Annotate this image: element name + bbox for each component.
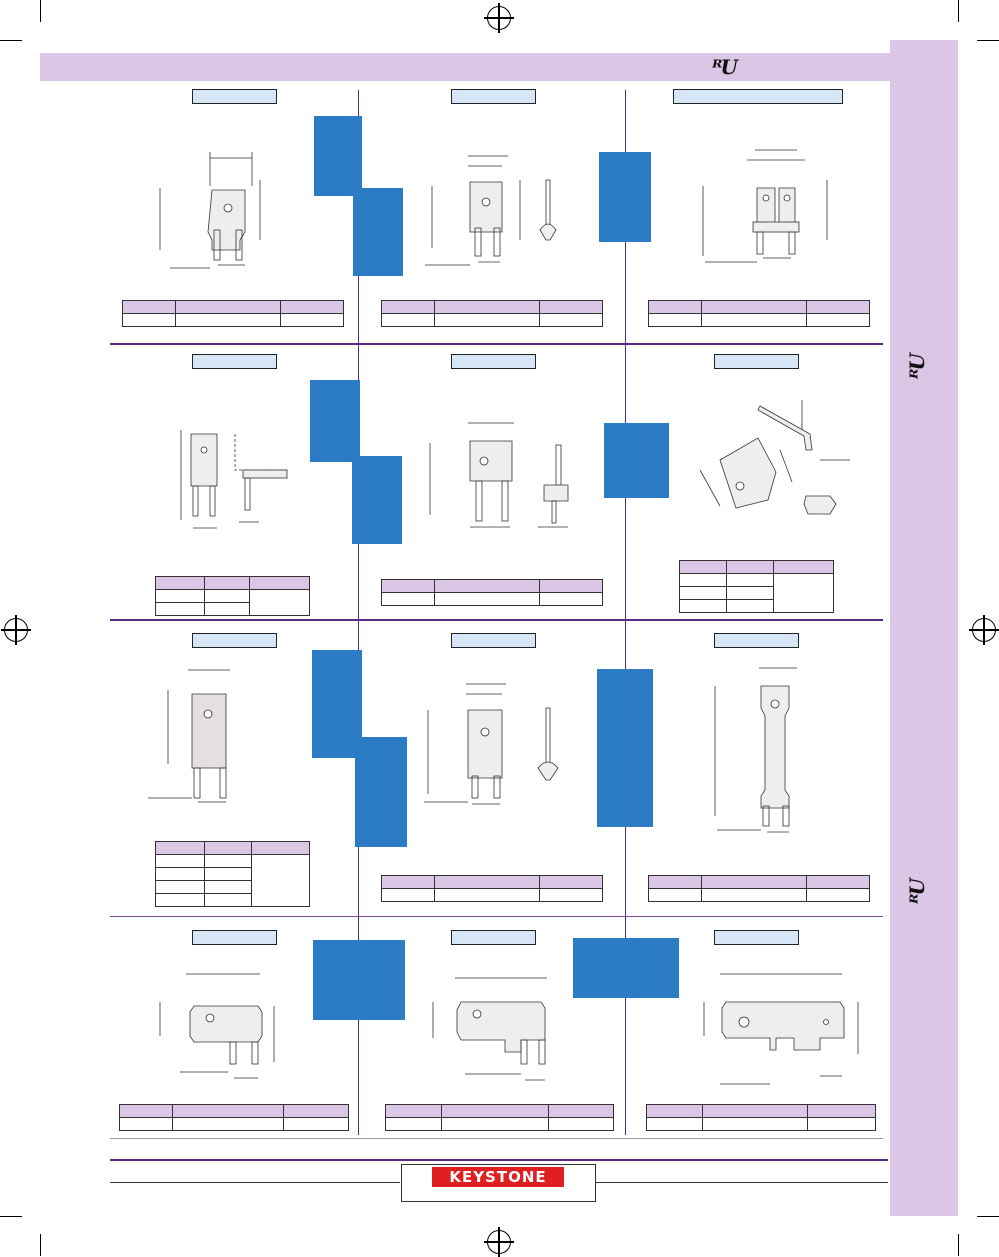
spec-table <box>381 300 603 327</box>
spec-table <box>648 300 870 327</box>
dimension-drawing <box>703 973 859 1085</box>
dimension-drawing <box>424 683 559 805</box>
part-label <box>714 930 799 945</box>
ul-mark-icon: ᴿU <box>712 55 738 79</box>
crop-mark <box>958 1234 959 1256</box>
dimension-drawing <box>159 152 261 269</box>
dimension-drawing <box>180 430 288 529</box>
spec-table <box>381 875 603 902</box>
product-photo <box>314 116 362 196</box>
product-photo <box>599 152 651 242</box>
crop-mark <box>0 40 22 41</box>
keystone-logo: KEYSTONE <box>432 1167 564 1187</box>
ul-mark-icon: ᴿU <box>904 355 929 379</box>
part-label <box>673 89 843 104</box>
product-photo <box>313 940 405 1020</box>
crop-mark <box>0 1216 22 1217</box>
dimension-drawing <box>429 422 569 528</box>
crop-mark <box>977 1216 999 1217</box>
part-label <box>451 354 536 369</box>
dimension-drawing <box>432 977 547 1081</box>
spec-table <box>679 560 834 613</box>
product-photo <box>312 650 362 758</box>
registration-mark-icon <box>1 615 31 645</box>
dimension-drawing <box>425 155 557 266</box>
product-photo <box>604 423 669 498</box>
product-photo <box>353 188 403 276</box>
dimension-drawing <box>699 400 850 515</box>
row-divider <box>110 619 883 621</box>
footer-rule <box>596 1182 888 1183</box>
row-divider <box>110 343 883 345</box>
registration-mark-icon <box>484 1227 514 1257</box>
column-divider <box>625 90 626 1135</box>
registration-mark-icon <box>969 615 999 645</box>
part-label <box>714 633 799 648</box>
spec-table <box>122 300 344 327</box>
spec-table <box>119 1104 349 1131</box>
row-divider <box>110 1138 883 1139</box>
product-photo <box>355 737 407 847</box>
dimension-drawing <box>714 667 797 833</box>
part-label <box>451 89 536 104</box>
part-label <box>192 633 277 648</box>
spec-table <box>385 1104 614 1131</box>
registration-mark-icon <box>484 3 514 33</box>
side-band <box>890 40 958 1216</box>
crop-mark <box>40 1234 41 1256</box>
product-photo <box>352 456 402 544</box>
part-label <box>192 930 277 945</box>
part-label <box>451 633 536 648</box>
footer-rule <box>110 1182 400 1183</box>
row-divider <box>110 916 883 917</box>
ul-mark-icon: ᴿU <box>904 880 929 904</box>
crop-mark <box>977 40 999 41</box>
product-photo <box>573 938 679 998</box>
spec-table <box>646 1104 876 1131</box>
product-photo <box>597 669 653 827</box>
footer-rule <box>110 1159 888 1161</box>
column-divider <box>358 90 359 1135</box>
part-label <box>192 354 277 369</box>
spec-table <box>648 875 870 902</box>
footer-logo-box: KEYSTONE <box>401 1164 596 1202</box>
crop-mark <box>958 0 959 22</box>
header-band <box>40 53 890 81</box>
part-label <box>451 930 536 945</box>
crop-mark <box>40 0 41 22</box>
spec-table <box>155 841 310 907</box>
product-photo <box>310 380 360 462</box>
dimension-drawing <box>148 669 230 803</box>
part-label <box>192 89 277 104</box>
spec-table <box>155 576 310 616</box>
dimension-drawing <box>159 973 275 1079</box>
part-label <box>714 354 799 369</box>
spec-table <box>381 579 603 606</box>
dimension-drawing <box>702 149 828 263</box>
